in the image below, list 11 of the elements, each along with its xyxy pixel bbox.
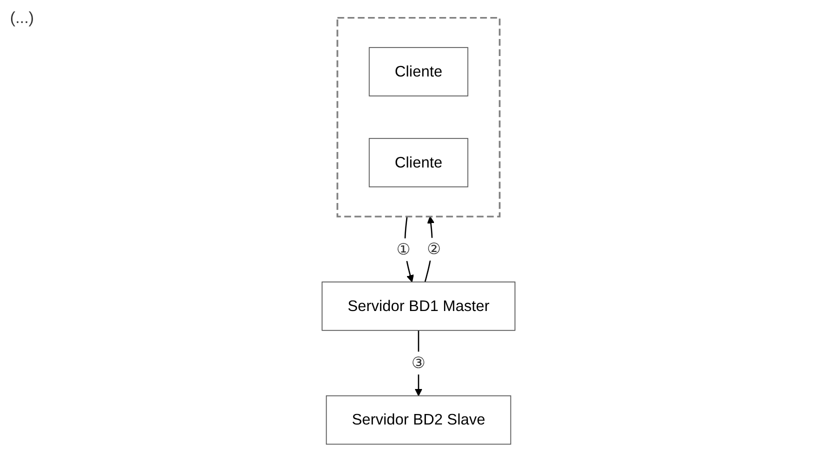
- cluster: [336, 16, 500, 217]
- arrow: [404, 216, 414, 282]
- edge-label: ①: [396, 240, 410, 258]
- node-box: Servidor BD1 Master: [322, 281, 516, 330]
- node-box: Cliente: [368, 46, 468, 96]
- node-box: Cliente: [368, 137, 468, 187]
- arrow: [414, 330, 422, 396]
- edge-label: ③: [412, 354, 426, 371]
- note-text: (...): [10, 10, 34, 28]
- node-box: Servidor BD2 Slave: [326, 394, 512, 444]
- edge-label: ②: [426, 240, 441, 257]
